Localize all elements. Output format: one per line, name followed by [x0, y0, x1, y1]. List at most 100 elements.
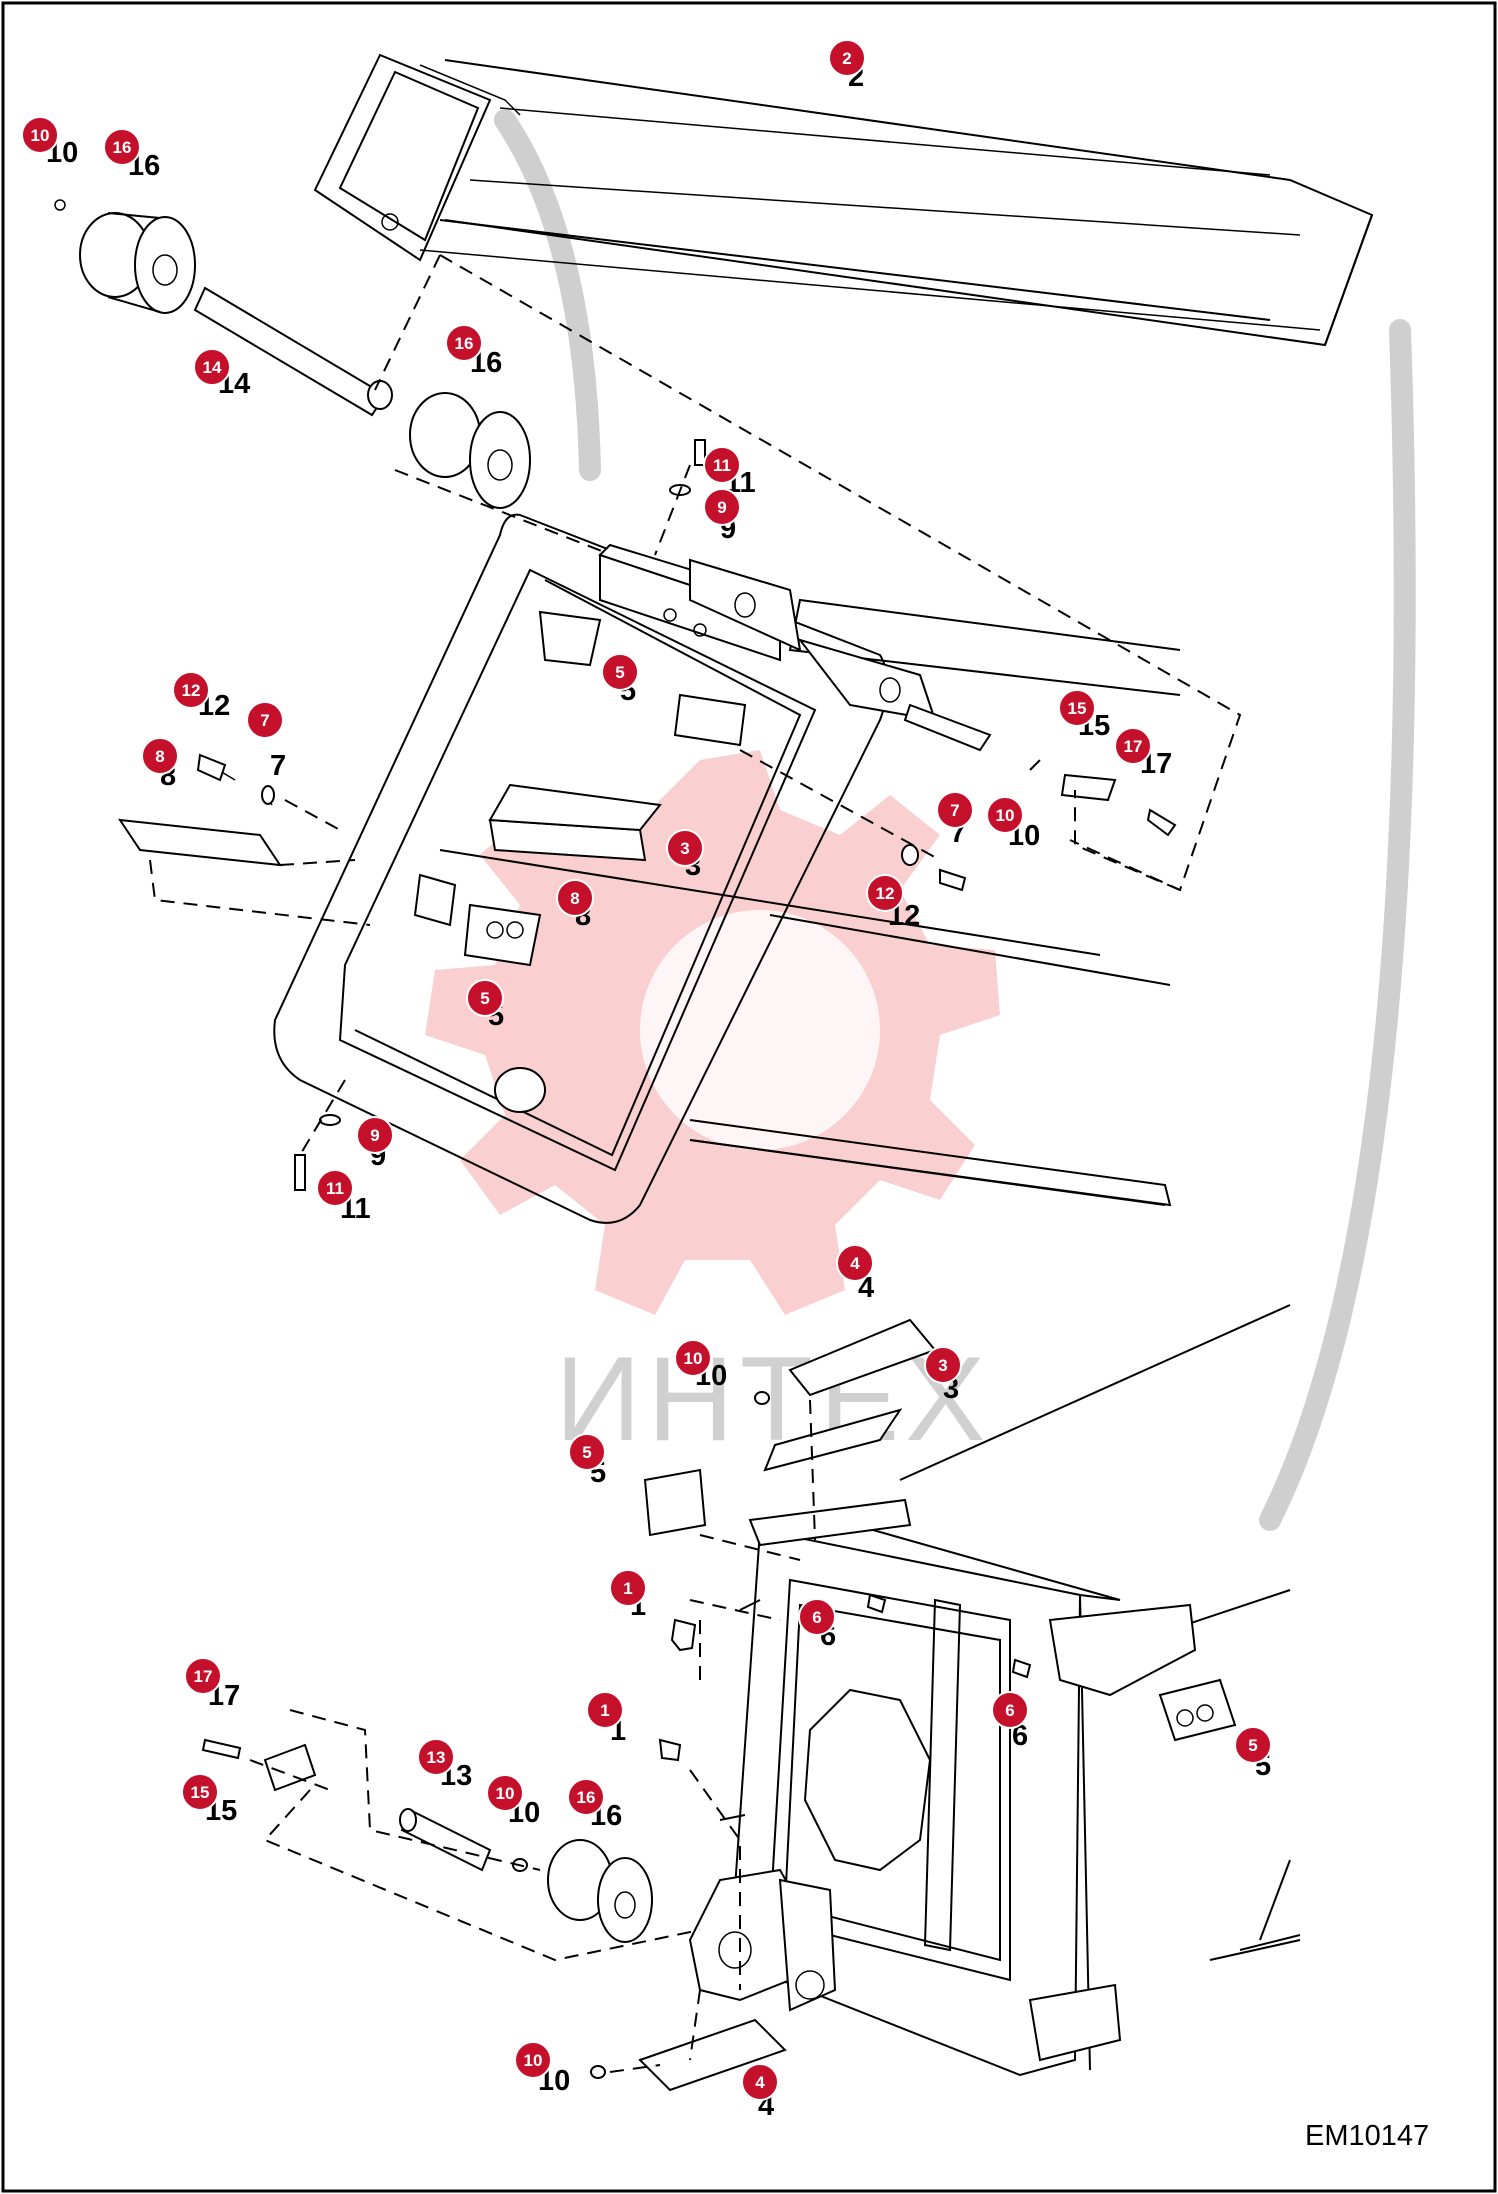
- frame-pad-5-upper: [673, 693, 747, 747]
- callout-badge-circle: [417, 1738, 455, 1776]
- callout-badge-label: 12: [876, 884, 895, 903]
- dashed-guide-top: [374, 254, 1242, 892]
- callout-badge-circle: [316, 1169, 354, 1207]
- callout-badge-5: 5: [568, 1433, 606, 1471]
- motion-arc-left: [494, 109, 601, 481]
- bolt-1-lower: [658, 1738, 682, 1762]
- callout-badge-16: 16: [567, 1778, 605, 1816]
- callout-badge-label: 10: [496, 1784, 515, 1803]
- callout-badge-label: 10: [684, 1349, 703, 1368]
- callout-badge-label: 15: [1068, 699, 1087, 718]
- callout-badge-10: 10: [674, 1339, 712, 1377]
- callout-badge-label: 13: [427, 1748, 446, 1767]
- callout-badge-3: 3: [924, 1346, 962, 1384]
- left-pad-8: [117, 818, 283, 867]
- callout-badge-10: 10: [986, 796, 1024, 834]
- callout-badge-4: 4: [836, 1244, 874, 1282]
- callout-badge-circle: [586, 1691, 624, 1729]
- frame-pad-lower: [413, 873, 457, 927]
- callout-badge-circle: [1114, 727, 1152, 765]
- callout-badge-circle: [936, 791, 974, 829]
- lock-nut-10-top: [754, 1391, 770, 1405]
- callout-badge-label: 7: [950, 801, 959, 820]
- callout-badge-label: 6: [812, 1608, 821, 1627]
- callout-badge-circle: [181, 1773, 219, 1811]
- lower-plate-3: [763, 1408, 903, 1472]
- dashed-guide-left: [149, 799, 371, 926]
- callout-badge-label: 4: [755, 2073, 765, 2092]
- callout-badge-7: 7: [936, 791, 974, 829]
- callout-badge-label: 15: [191, 1783, 210, 1802]
- callout-badge-4: 4: [741, 2063, 779, 2101]
- callout-badge-circle: [741, 2063, 779, 2101]
- callout-badge-circle: [246, 701, 284, 739]
- bolt-12-right: [939, 868, 967, 892]
- callout-badge-13: 13: [417, 1738, 455, 1776]
- callout-badge-circle: [924, 1346, 962, 1384]
- callout-badge-label: 9: [370, 1126, 379, 1145]
- callout-badge-circle: [445, 324, 483, 362]
- callout-badge-8: 8: [141, 737, 179, 775]
- callout-badge-label: 2: [842, 49, 851, 68]
- callout-badge-10: 10: [21, 116, 59, 154]
- callout-badge-circle: [703, 488, 741, 526]
- washer-9-bottom: [319, 1114, 341, 1126]
- frame-pad-5-lower: [463, 903, 542, 967]
- callout-badge-label: 16: [113, 138, 132, 157]
- callout-badge-circle: [556, 879, 594, 917]
- lock-nut-10-bottom: [590, 2065, 606, 2079]
- callout-badge-circle: [514, 2041, 552, 2079]
- callout-badge-circle: [466, 979, 504, 1017]
- callout-badge-label: 4: [850, 1254, 860, 1273]
- callout-badge-10: 10: [486, 1774, 524, 1812]
- upper-roller-left: [54, 199, 196, 314]
- callout-badge-circle: [567, 1778, 605, 1816]
- callout-badge-16: 16: [103, 128, 141, 166]
- callout-badge-5: 5: [601, 653, 639, 691]
- upper-roller-right: [409, 392, 531, 509]
- callout-badge-3: 3: [666, 829, 704, 867]
- bolt-11-bottom: [294, 1154, 306, 1191]
- callout-badge-circle: [1058, 689, 1096, 727]
- callout-badge-circle: [666, 829, 704, 867]
- callout-badge-6: 6: [798, 1598, 836, 1636]
- callout-badge-label: 12: [182, 681, 201, 700]
- callout-badge-label: 9: [717, 498, 726, 517]
- callout-badge-circle: [1234, 1726, 1272, 1764]
- callout-badge-2: 2: [828, 39, 866, 77]
- callout-badge-6: 6: [991, 1691, 1029, 1729]
- frame-pad-upper: [538, 610, 602, 667]
- callout-badge-circle: [601, 653, 639, 691]
- callout-badge-15: 15: [181, 1773, 219, 1811]
- frame-plate-3: [488, 783, 662, 832]
- callout-badge-label: 10: [524, 2051, 543, 2070]
- callout-badge-label: 16: [455, 334, 474, 353]
- callout-badge-8: 8: [556, 879, 594, 917]
- bolt-17-right: [1146, 808, 1177, 837]
- callout-badge-circle: [674, 1339, 712, 1377]
- callout-badge-circle: [866, 874, 904, 912]
- callout-badge-label: 5: [615, 663, 624, 682]
- callout-badge-label: 11: [326, 1179, 344, 1198]
- part-number-7: 7: [270, 750, 286, 782]
- bolt-6-left: [866, 1593, 887, 1614]
- top-door-assembly: [313, 53, 1374, 347]
- lower-roller-16: [547, 1839, 653, 1943]
- callout-badge-10: 10: [514, 2041, 552, 2079]
- callout-badge-12: 12: [172, 671, 210, 709]
- callout-badge-circle: [172, 671, 210, 709]
- callout-badge-circle: [986, 796, 1024, 834]
- callout-badge-1: 1: [609, 1569, 647, 1607]
- callout-badge-circle: [609, 1569, 647, 1607]
- bolt-1-upper: [670, 1618, 697, 1652]
- callout-badge-label: 1: [600, 1701, 609, 1720]
- callout-badge-11: 11: [316, 1169, 354, 1207]
- callout-badge-label: 6: [1005, 1701, 1014, 1720]
- callout-badge-label: 10: [31, 126, 50, 145]
- callout-badge-circle: [828, 39, 866, 77]
- bolt-17-lower: [201, 1738, 242, 1760]
- roller-shaft: [193, 286, 393, 417]
- callout-badge-7: 7: [246, 701, 284, 739]
